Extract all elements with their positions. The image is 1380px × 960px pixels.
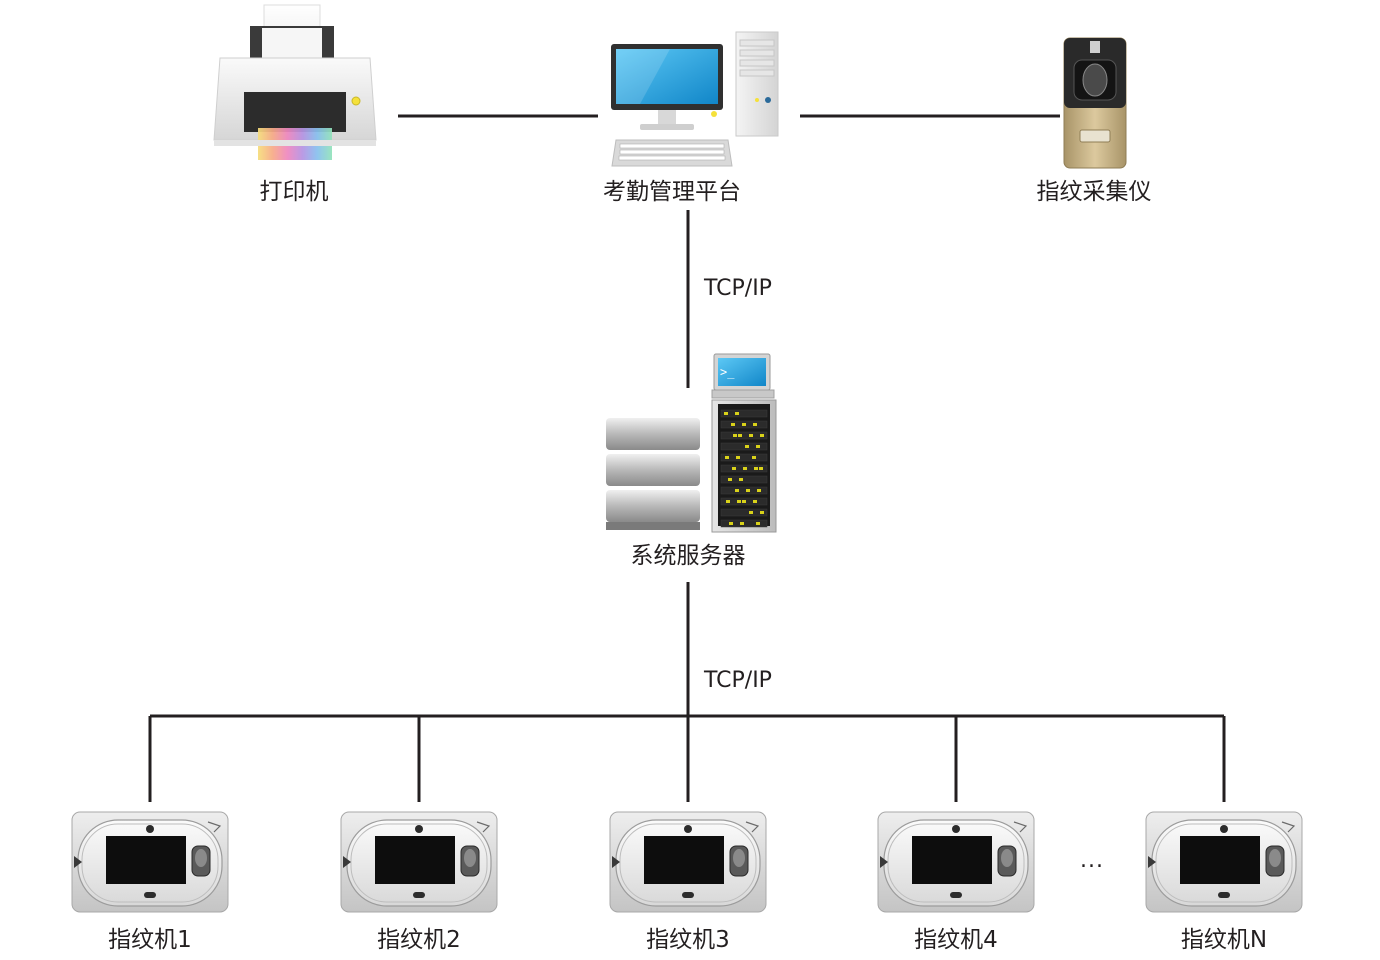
- rack-led: [739, 478, 743, 481]
- more-terminals-ellipsis: ...: [1080, 848, 1104, 873]
- rack-led: [735, 489, 739, 492]
- rack-led: [725, 456, 729, 459]
- rack-led: [749, 434, 753, 437]
- rack-led: [740, 522, 744, 525]
- rack-led: [742, 423, 746, 426]
- rack-led: [743, 467, 747, 470]
- platform-label: 考勤管理平台: [603, 179, 741, 205]
- rack-unit: [720, 508, 768, 517]
- rack-led: [735, 412, 739, 415]
- svg-text:>_: >_: [720, 365, 735, 379]
- rack-led: [745, 445, 749, 448]
- server-label: 系统服务器: [630, 543, 746, 569]
- rack-led: [760, 434, 764, 437]
- fingerprint-terminal-icon: [71, 811, 229, 913]
- rack-led: [754, 467, 758, 470]
- rack-led: [749, 511, 753, 514]
- rack-unit: [720, 453, 768, 462]
- fingerprint-terminal-icon: [609, 811, 767, 913]
- rack-unit: [720, 486, 768, 495]
- terminal-label-3: 指纹机3: [646, 927, 730, 953]
- rack-led: [753, 500, 757, 503]
- collector-label: 指纹采集仪: [1036, 179, 1152, 205]
- rack-unit: [720, 431, 768, 440]
- printer-label: 打印机: [259, 179, 329, 205]
- rack-led: [731, 423, 735, 426]
- rack-led: [756, 522, 760, 525]
- rack-led: [753, 423, 757, 426]
- rack-unit: [720, 475, 768, 484]
- rack-led: [729, 522, 733, 525]
- rack-led: [759, 467, 763, 470]
- rack-led: [756, 445, 760, 448]
- rack-led: [757, 489, 761, 492]
- terminal-label-4: 指纹机4: [914, 927, 998, 953]
- rack-led: [752, 456, 756, 459]
- server-rack-icon: >_: [606, 353, 777, 533]
- rack-unit: [720, 442, 768, 451]
- rack-led: [724, 412, 728, 415]
- rack-led: [760, 511, 764, 514]
- rack-led: [726, 500, 730, 503]
- console-laptop: >_: [711, 353, 775, 399]
- link-label-server-terminals: TCP/IP: [704, 668, 772, 693]
- connection-lines: [148, 114, 1226, 802]
- fingerprint-collector-icon: [1063, 37, 1127, 169]
- terminal-devices: [71, 811, 1303, 913]
- fingerprint-terminal-icon: [340, 811, 498, 913]
- terminal-label-2: 指纹机2: [377, 927, 461, 953]
- terminal-label-n: 指纹机N: [1180, 927, 1268, 953]
- rack-led: [737, 500, 741, 503]
- terminal-label-1: 指纹机1: [108, 927, 192, 953]
- rack-led: [733, 434, 737, 437]
- desktop-computer-icon: [611, 31, 779, 167]
- fingerprint-terminal-icon: [1145, 811, 1303, 913]
- rack-led: [728, 478, 732, 481]
- link-label-platform-server: TCP/IP: [704, 276, 772, 301]
- rack-led: [732, 467, 736, 470]
- rack-led: [742, 500, 746, 503]
- printer-icon: [213, 4, 377, 160]
- rack-unit: [720, 409, 768, 418]
- rack-led: [738, 434, 742, 437]
- rack-led: [746, 489, 750, 492]
- rack-leds: [720, 409, 768, 528]
- rack-led: [736, 456, 740, 459]
- fingerprint-terminal-icon: [877, 811, 1035, 913]
- disk-stack: [606, 418, 700, 530]
